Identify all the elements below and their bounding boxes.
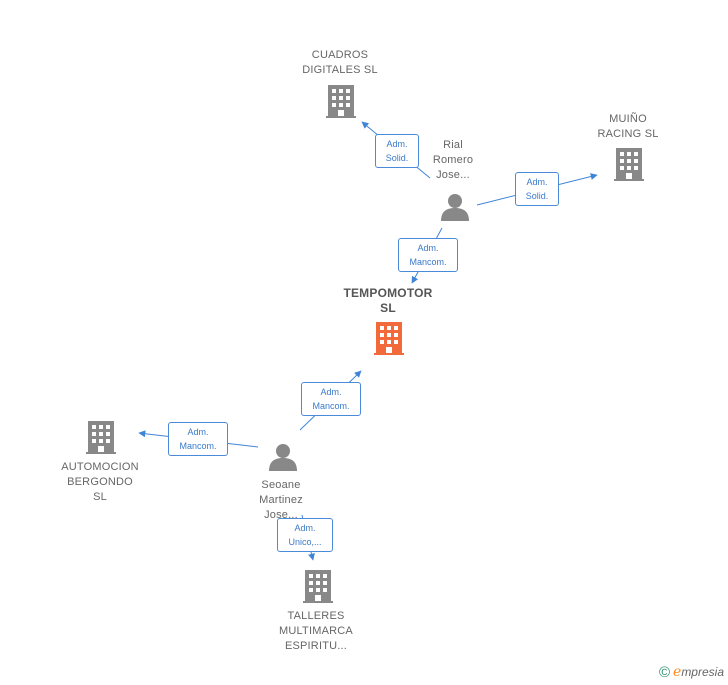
- muino-building-icon[interactable]: [614, 148, 644, 181]
- seoane-person-icon[interactable]: [269, 444, 297, 471]
- node-label-cuadros[interactable]: CUADROS DIGITALES SL: [302, 49, 378, 76]
- automocion-building-icon[interactable]: [86, 421, 116, 454]
- node-label-muino[interactable]: MUIÑO RACING SL: [597, 113, 659, 140]
- tempomotor-building-icon[interactable]: [374, 322, 404, 355]
- edge-label-rial-muino: Adm. Solid.: [515, 172, 559, 206]
- node-label-rial[interactable]: Rial Romero Jose...: [432, 139, 474, 181]
- node-label-tempomotor[interactable]: TEMPOMOTOR SL: [343, 286, 433, 315]
- brand-initial: e: [673, 664, 682, 680]
- brand-watermark: ©empresia: [659, 664, 724, 681]
- brand-name: mpresia: [681, 665, 724, 679]
- cuadros-building-icon[interactable]: [326, 85, 356, 118]
- talleres-building-icon[interactable]: [303, 570, 333, 603]
- copyright-icon: ©: [658, 664, 671, 681]
- edge-label-seoane-automocion: Adm. Mancom.: [168, 422, 228, 456]
- edge-label-seoane-tempomotor: Adm. Mancom.: [301, 382, 361, 416]
- edge-label-rial-tempomotor: Adm. Mancom.: [398, 238, 458, 272]
- rial-person-icon[interactable]: [441, 194, 469, 221]
- edge-label-seoane-talleres: Adm. Unico,...: [277, 518, 333, 552]
- node-label-automocion[interactable]: AUTOMOCION BERGONDO SL: [61, 461, 139, 503]
- node-label-seoane[interactable]: Seoane Martinez Jose...: [259, 479, 303, 521]
- edge-label-rial-cuadros: Adm. Solid.: [375, 134, 419, 168]
- node-label-talleres[interactable]: TALLERES MULTIMARCA ESPIRITU...: [279, 610, 353, 652]
